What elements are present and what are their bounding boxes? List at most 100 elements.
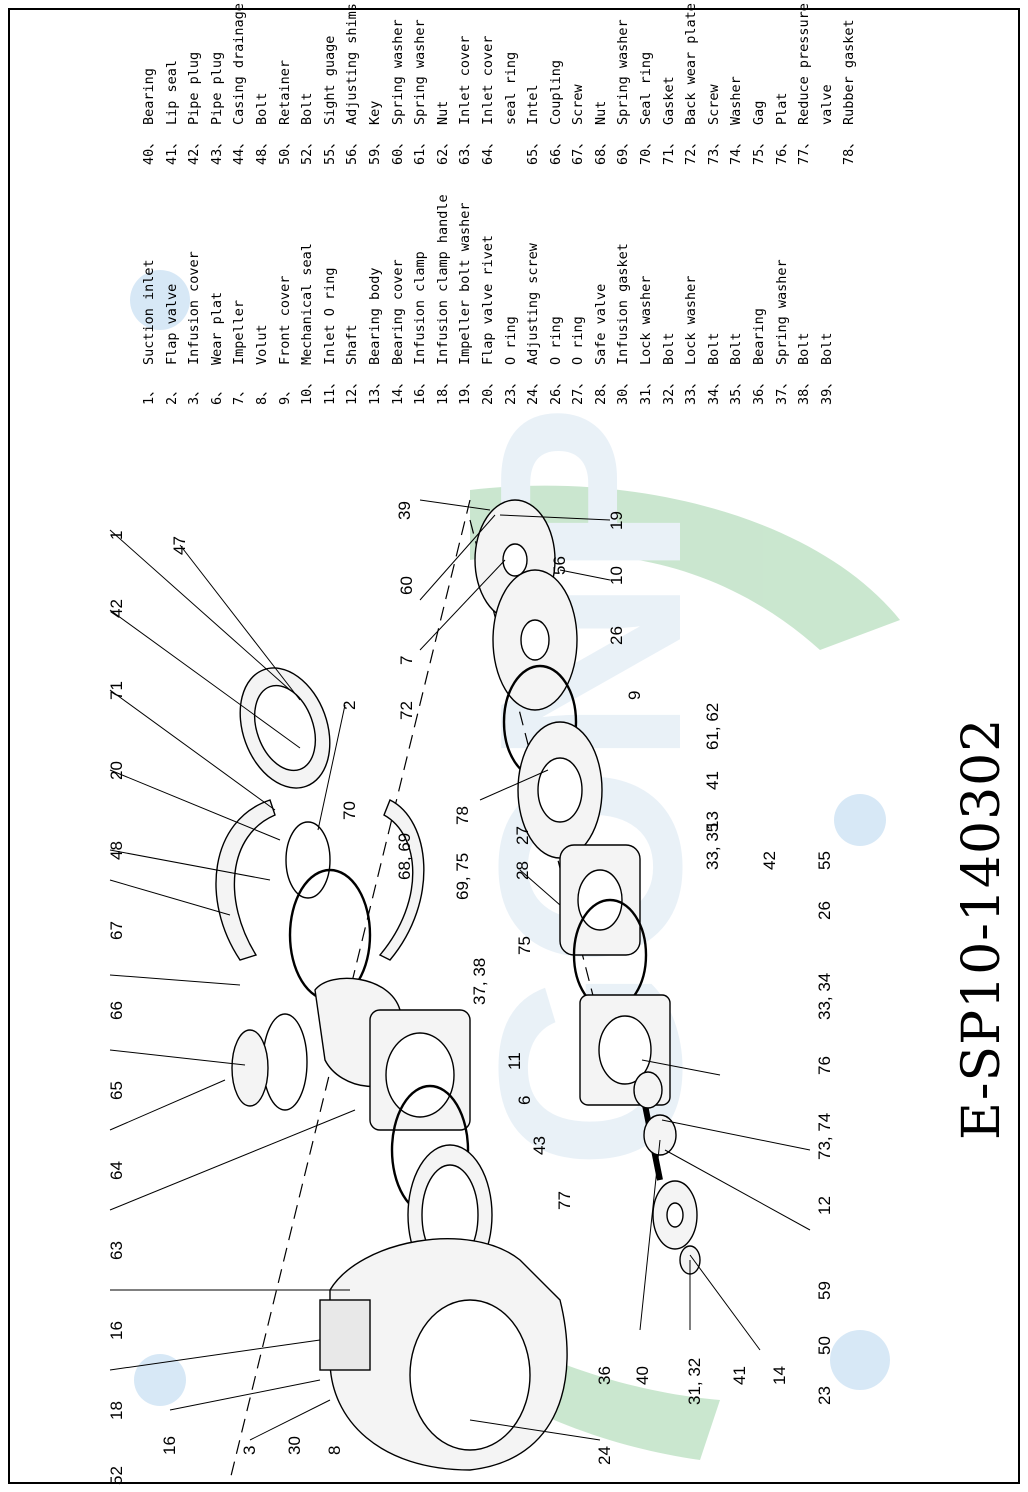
legend-number: 42、 bbox=[186, 135, 203, 165]
legend-number: 8、 bbox=[253, 383, 270, 405]
legend-text: Spring washer bbox=[773, 259, 790, 365]
legend-text: Wear plat bbox=[208, 291, 225, 365]
callout-65: 65 bbox=[107, 1081, 126, 1100]
legend-text: Bolt bbox=[299, 92, 316, 125]
callout-20: 20 bbox=[107, 761, 126, 780]
drawing-code: E-SP10-140302 bbox=[952, 717, 1012, 1140]
callout-50: 50 bbox=[815, 1336, 834, 1355]
legend-row: 3、Infusion cover bbox=[183, 194, 206, 405]
callout-76: 76 bbox=[815, 1056, 834, 1075]
legend-number: 37、 bbox=[773, 375, 790, 405]
legend-number: 23、 bbox=[502, 375, 519, 405]
legend-row: 77、 Reduce pressure bbox=[793, 3, 816, 165]
inlet-cover bbox=[231, 1029, 269, 1107]
legend-text: Infusion gasket bbox=[615, 243, 632, 365]
legend-number: 19、 bbox=[457, 375, 474, 405]
callout-64: 64 bbox=[107, 1161, 126, 1180]
callout-78: 78 bbox=[453, 806, 472, 825]
callout-71: 71 bbox=[107, 681, 126, 700]
legend-row: 16、Infusion clamp bbox=[409, 194, 432, 405]
legend-number: 68、 bbox=[592, 135, 609, 165]
legend-number: 27、 bbox=[570, 375, 587, 405]
legend-row: 35、Bolt bbox=[725, 194, 748, 405]
callout-41: 41 bbox=[703, 771, 722, 790]
legend-number: 16、 bbox=[412, 375, 429, 405]
callout-33-34: 33, 34 bbox=[815, 973, 834, 1020]
callout-33-35: 33, 35 bbox=[703, 823, 722, 870]
legend-text: Sight guage bbox=[321, 35, 338, 125]
legend-text: Mechanical seal bbox=[299, 243, 316, 365]
callout-60: 60 bbox=[397, 576, 416, 595]
legend-number: 77、 bbox=[796, 135, 813, 165]
legend-row: 34、Bolt bbox=[703, 194, 726, 405]
legend-number: 10、 bbox=[299, 375, 316, 405]
legend-text: Lock washer bbox=[683, 275, 700, 365]
legend-number: 76、 bbox=[773, 135, 790, 165]
legend-row: 18、Infusion clamp handle bbox=[432, 194, 455, 405]
legend-row: 61、Spring washer bbox=[409, 3, 432, 165]
legend-text: Suction inlet bbox=[141, 259, 157, 365]
legend-text: Front cover bbox=[276, 275, 293, 365]
legend-row: 62、Nut bbox=[432, 3, 455, 165]
legend-number: 31、 bbox=[638, 375, 655, 405]
legend-row: 7、Impeller bbox=[228, 194, 251, 405]
legend-row: 65、Intel bbox=[522, 3, 545, 165]
legend-number: 52、 bbox=[299, 135, 316, 165]
legend-row: 63、Inlet cover bbox=[454, 3, 477, 165]
legend-number: 66、 bbox=[547, 135, 564, 165]
legend-text: Rubber gasket bbox=[841, 19, 858, 125]
callout-48: 48 bbox=[107, 841, 126, 860]
legend-number: 69、 bbox=[615, 135, 632, 165]
callout-14: 14 bbox=[770, 1366, 789, 1385]
legend-number: 14、 bbox=[389, 375, 406, 405]
legend-text: Nut bbox=[592, 100, 609, 125]
legend-row: 55、Sight guage bbox=[319, 3, 342, 165]
legend-number: 30、 bbox=[615, 375, 632, 405]
legend-row: 68、 Nut bbox=[590, 3, 613, 165]
callout-31-32: 31, 32 bbox=[685, 1358, 704, 1405]
legend-text: Bearing cover bbox=[389, 259, 406, 365]
legend-text: Volut bbox=[253, 324, 270, 365]
legend-row: 20、Flap valve rivet bbox=[477, 194, 500, 405]
callout-27: 27 bbox=[513, 826, 532, 845]
callout-41-b: 41 bbox=[730, 1366, 749, 1385]
legend-text: Spring washer bbox=[615, 19, 632, 125]
legend-text: seal ring bbox=[502, 51, 519, 125]
callout-63: 63 bbox=[107, 1241, 126, 1260]
legend-text: Bolt bbox=[818, 332, 835, 365]
legend-text: Spring washer bbox=[412, 19, 429, 125]
callout-75: 75 bbox=[515, 936, 534, 955]
legend-number: 24、 bbox=[525, 375, 542, 405]
legend-row: 33、Lock washer bbox=[680, 194, 703, 405]
legend-row: 9、Front cover bbox=[274, 194, 297, 405]
legend-number: 1、 bbox=[141, 383, 157, 405]
callout-26: 26 bbox=[607, 626, 626, 645]
pump-parts bbox=[215, 499, 701, 1471]
legend-number: 6、 bbox=[208, 383, 225, 405]
callout-52: 52 bbox=[107, 1466, 126, 1485]
callout-10: 10 bbox=[607, 566, 626, 585]
legend-row: 56、Adjusting shims bbox=[341, 3, 364, 165]
callout-9: 9 bbox=[625, 691, 644, 700]
callout-26-b: 26 bbox=[815, 901, 834, 920]
inlet-cover-ring bbox=[262, 1013, 308, 1111]
legend-number: 78、 bbox=[841, 135, 858, 165]
callout-67: 67 bbox=[107, 921, 126, 940]
legend-text: Reduce pressure bbox=[796, 3, 813, 125]
callout-8: 8 bbox=[325, 1446, 344, 1455]
legend-row: 28、Safe valve bbox=[590, 194, 613, 405]
flap-valve bbox=[285, 821, 331, 899]
legend-row: 44、Casing drainage bbox=[228, 3, 251, 165]
coupling-upper bbox=[215, 799, 276, 961]
callout-70: 70 bbox=[340, 801, 359, 820]
legend-text: valve bbox=[818, 84, 835, 125]
legend-row: 42、Pipe plug bbox=[183, 3, 206, 165]
legend-row: 31、Lock washer bbox=[635, 194, 658, 405]
legend-row: 75、Gag bbox=[748, 3, 771, 165]
legend-number: 56、 bbox=[344, 135, 361, 165]
legend-text: Bolt bbox=[705, 332, 722, 365]
legend-number: 36、 bbox=[751, 375, 768, 405]
legend-number: 71、 bbox=[660, 135, 677, 165]
